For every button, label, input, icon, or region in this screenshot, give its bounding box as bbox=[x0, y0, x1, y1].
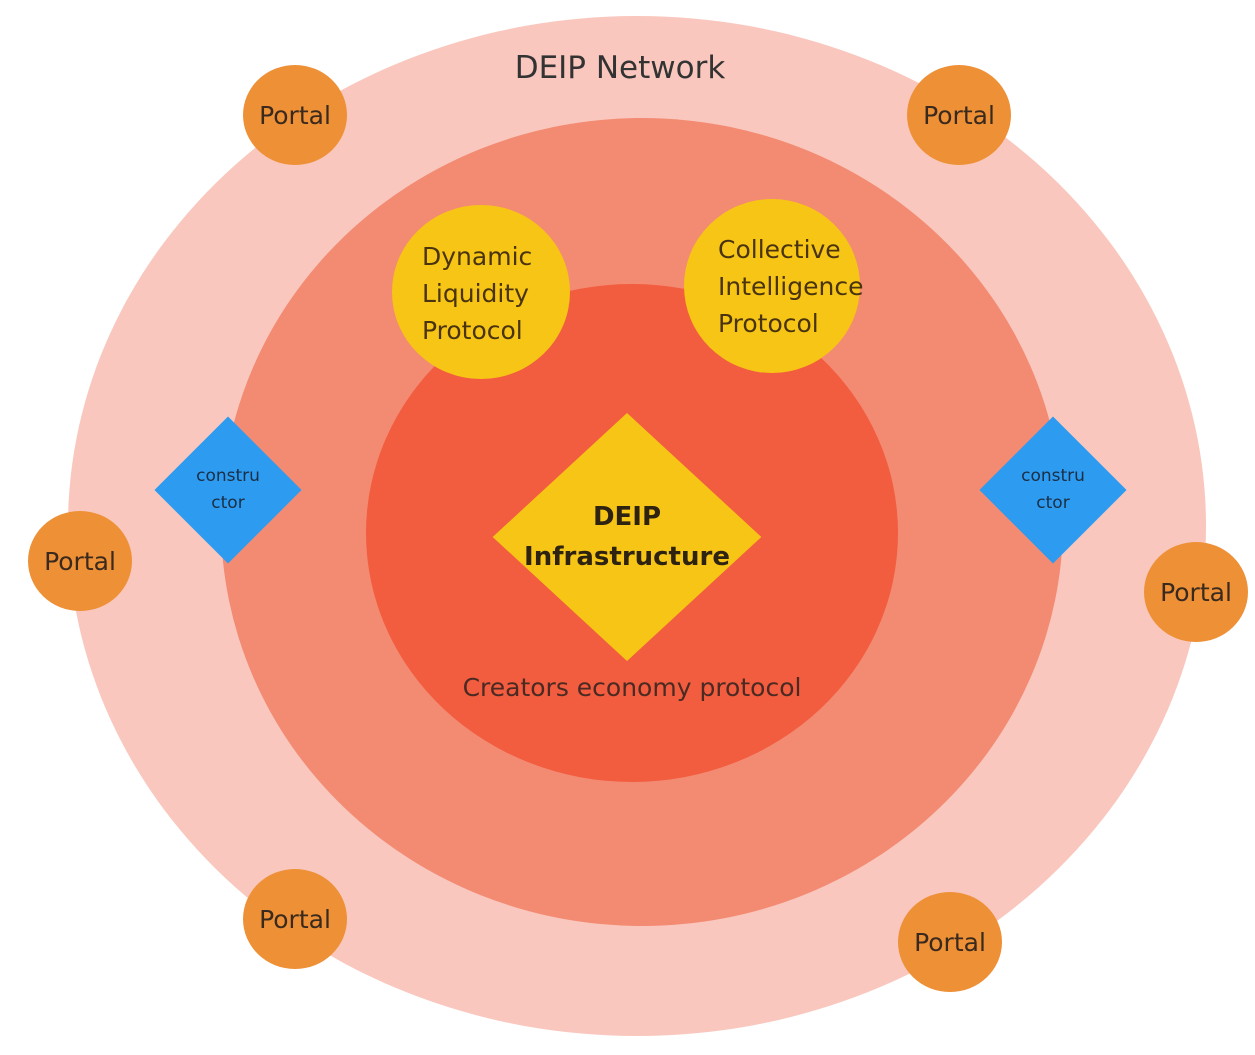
protocol-label-line: Liquidity bbox=[422, 279, 529, 308]
creators-economy-caption: Creators economy protocol bbox=[462, 673, 802, 702]
constructor-label: constru ctor bbox=[1013, 463, 1093, 517]
protocol-label-line: Protocol bbox=[718, 309, 819, 338]
infrastructure-label-line: DEIP bbox=[592, 502, 662, 532]
constructor-label-line: constru bbox=[196, 466, 260, 486]
protocol-label-line: Intelligence bbox=[718, 272, 864, 301]
network-title: DEIP Network bbox=[514, 50, 726, 86]
portal-node: Portal bbox=[28, 511, 132, 611]
portal-node: Portal bbox=[898, 892, 1002, 992]
constructor-label-line: constru bbox=[1021, 466, 1085, 486]
deip-infrastructure-node: DEIP Infrastructure bbox=[485, 406, 769, 668]
protocol-label-line: Protocol bbox=[422, 316, 523, 345]
portal-node: Portal bbox=[907, 65, 1011, 165]
portal-node: Portal bbox=[243, 65, 347, 165]
protocol-label-line: Collective bbox=[718, 235, 841, 264]
infrastructure-label-line: Infrastructure bbox=[524, 542, 730, 572]
constructor-label-line: ctor bbox=[211, 493, 245, 513]
infrastructure-label: DEIP Infrastructure bbox=[507, 497, 747, 577]
constructor-label: constru ctor bbox=[188, 463, 268, 517]
dynamic-liquidity-protocol-node: Dynamic Liquidity Protocol bbox=[392, 205, 570, 379]
constructor-node-left: constru ctor bbox=[154, 416, 302, 564]
portal-node: Portal bbox=[243, 869, 347, 969]
constructor-label-line: ctor bbox=[1036, 493, 1070, 513]
portal-node: Portal bbox=[1144, 542, 1248, 642]
constructor-node-right: constru ctor bbox=[979, 416, 1127, 564]
protocol-label-line: Dynamic bbox=[422, 242, 533, 271]
collective-intelligence-protocol-node: Collective Intelligence Protocol bbox=[684, 199, 864, 373]
